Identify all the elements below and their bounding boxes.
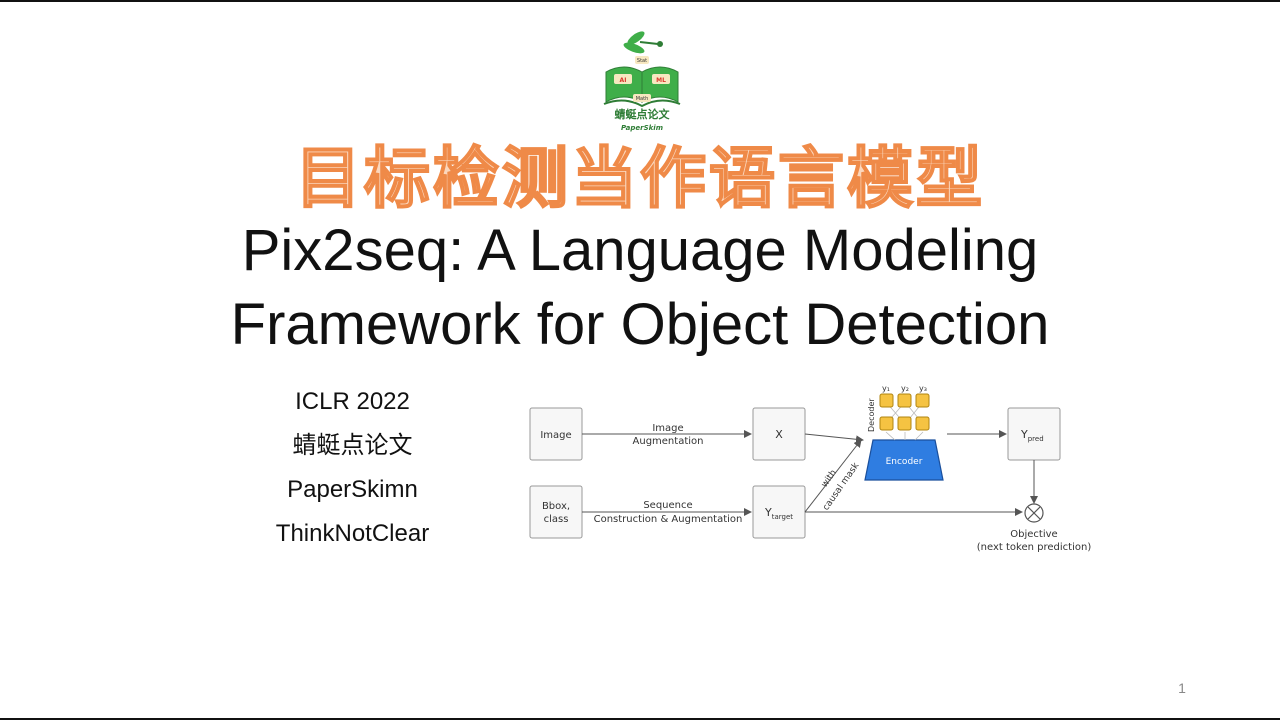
decoder-tokens [879, 393, 930, 441]
logo-brand-en: PaperSkim [621, 124, 663, 132]
ytarget-to-decoder-arrow [804, 439, 862, 513]
chinese-title: 目标检测当作语言模型 [294, 140, 985, 217]
ytarget-box [752, 485, 806, 539]
logo-badge-ai: AI [620, 77, 627, 84]
encoder-block [864, 439, 944, 481]
page-number: 1 [1178, 680, 1186, 696]
logo-brand-cn: 蜻蜓点论文 [615, 107, 671, 121]
venue-text: ICLR 2022 [295, 388, 410, 415]
decoder-token [897, 416, 912, 431]
decoder-token [915, 393, 930, 408]
logo-badge-math: Math [636, 96, 649, 102]
decoder-token [879, 393, 894, 408]
logo-badge-stat: Stat [637, 58, 647, 64]
ypred-box [1007, 407, 1061, 461]
paperskim-logo: Stat AI ML Math 蜻蜓点论文 PaperSkim [603, 31, 681, 132]
english-title-line-1: Pix2seq: A Language Modeling [241, 218, 1039, 283]
dragonfly-icon [623, 31, 663, 54]
decoder-token [915, 416, 930, 431]
decoder-token [879, 416, 894, 431]
image-box-label: Image [540, 430, 571, 441]
augmentation-label-1: Image [652, 423, 683, 434]
ypred-box-label: Ypred [1020, 428, 1044, 443]
objective-node-icon [1024, 503, 1044, 523]
english-title: Pix2seq: A Language Modeling Framework f… [0, 214, 1280, 362]
x-to-encoder-arrow [804, 433, 864, 444]
bbox-box-label-1: Bbox, [542, 501, 570, 512]
augmentation-label-2: Augmentation [633, 436, 704, 447]
sequence-label-2: Construction & Augmentation [594, 514, 743, 525]
decoder-label: Decoder [867, 398, 876, 432]
info-block: ICLR 2022 蜻蜓点论文 PaperSkimn ThinkNotClear [250, 380, 455, 556]
output-y1: y₁ [882, 384, 890, 393]
channel-en-text: PaperSkimn [287, 476, 418, 503]
sequence-label-1: Sequence [643, 500, 692, 511]
bbox-box [529, 485, 583, 539]
english-title-line-2: Framework for Object Detection [230, 292, 1050, 357]
channel-cn-text: 蜻蜓点论文 [292, 432, 413, 459]
objective-label-2: (next token prediction) [977, 542, 1092, 553]
output-y2: y₂ [901, 384, 909, 393]
decoder-token [897, 393, 912, 408]
author-text: ThinkNotClear [275, 520, 430, 547]
logo-badge-ml: ML [656, 77, 666, 84]
objective-label-1: Objective [1010, 529, 1057, 540]
pix2seq-diagram: Image Bbox, class X Ytarget Ypred Image … [529, 384, 1092, 553]
output-y3: y₃ [919, 384, 927, 393]
encoder-label: Encoder [886, 457, 923, 467]
bbox-box-label-2: class [544, 514, 569, 525]
ytarget-box-label: Ytarget [764, 506, 793, 521]
x-box-label: X [775, 428, 783, 441]
